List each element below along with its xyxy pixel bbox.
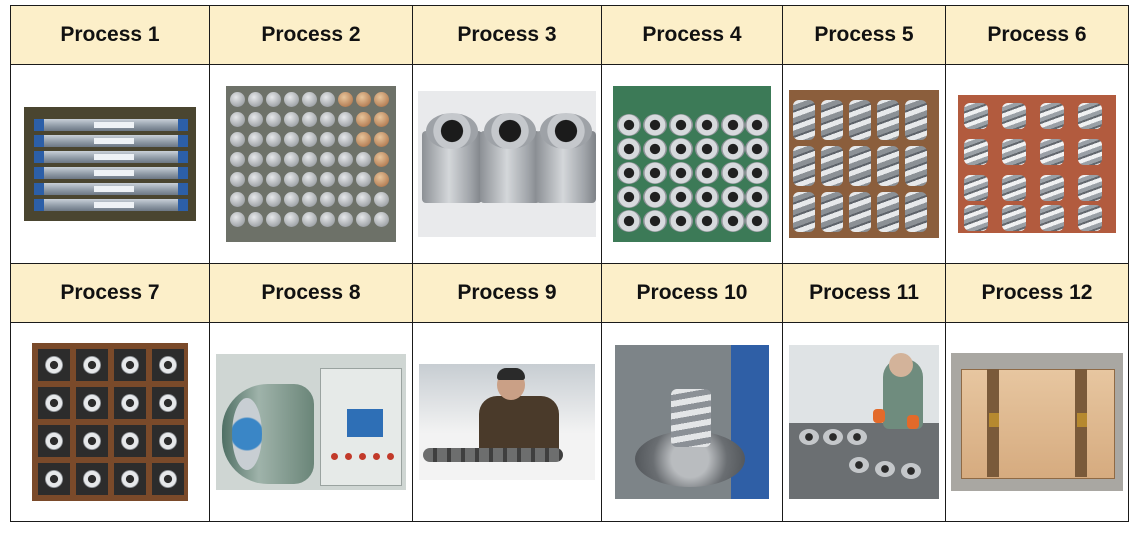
photo-shipping-crate	[951, 353, 1123, 491]
photo-wrapped-tubes	[24, 107, 196, 221]
header-process-11: Process 11	[782, 263, 946, 323]
header-row-1: Process 1 Process 2 Process 3 Process 4 …	[10, 5, 1129, 65]
header-process-8: Process 8	[209, 263, 413, 323]
cell-process-10	[601, 322, 783, 522]
header-process-5: Process 5	[782, 5, 946, 65]
photo-splined-barrels	[418, 91, 596, 237]
cell-process-4	[601, 64, 783, 264]
cell-process-2	[209, 64, 413, 264]
photo-packing-bench	[789, 345, 939, 499]
header-process-7: Process 7	[10, 263, 210, 323]
header-process-12: Process 12	[945, 263, 1129, 323]
header-process-6: Process 6	[945, 5, 1129, 65]
cell-process-8	[209, 322, 413, 522]
image-row-2	[10, 322, 1129, 522]
cell-process-3	[412, 64, 602, 264]
photo-machined-rings	[613, 86, 771, 242]
cell-process-7	[10, 322, 210, 522]
cell-process-1	[10, 64, 210, 264]
header-row-2: Process 7 Process 8 Process 9 Process 10…	[10, 263, 1129, 323]
cell-process-9	[412, 322, 602, 522]
process-table: Process 1 Process 2 Process 3 Process 4 …	[10, 5, 1129, 522]
header-process-10: Process 10	[601, 263, 783, 323]
photo-small-screws	[958, 95, 1116, 233]
photo-screw-elements	[789, 90, 939, 238]
cell-process-11	[782, 322, 946, 522]
photo-parts-crate	[32, 343, 188, 501]
image-row-1	[10, 64, 1129, 264]
photo-worker-assembly	[419, 364, 595, 480]
cell-process-12	[945, 322, 1129, 522]
header-process-4: Process 4	[601, 5, 783, 65]
cell-process-5	[782, 64, 946, 264]
photo-lathe-chuck	[615, 345, 769, 499]
header-process-9: Process 9	[412, 263, 602, 323]
header-process-1: Process 1	[10, 5, 210, 65]
cell-process-6	[945, 64, 1129, 264]
photo-vacuum-furnace	[216, 354, 406, 490]
photo-bar-stock	[226, 86, 396, 242]
header-process-2: Process 2	[209, 5, 413, 65]
header-process-3: Process 3	[412, 5, 602, 65]
